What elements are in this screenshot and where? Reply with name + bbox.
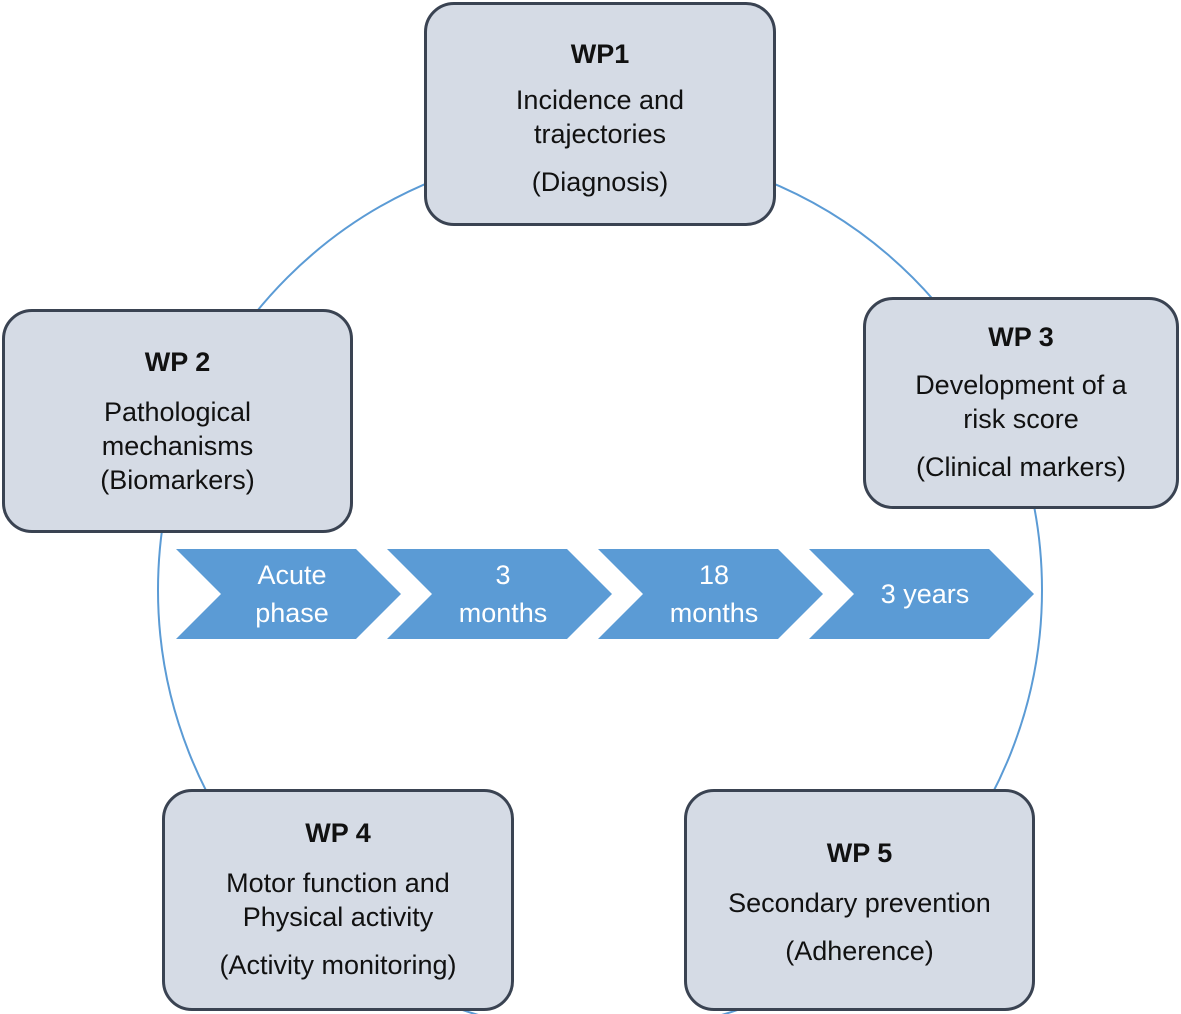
wp4-title: WP 4 [305,818,371,848]
timeline-label-18-months: 18 months [669,560,759,628]
wp1-subtitle: (Diagnosis) [531,167,669,197]
wp3-description: Development of a risk score [915,370,1127,434]
wp2-box: WP 2 Pathological mechanisms (Biomarkers… [2,309,353,533]
timeline-chevron-1 [176,549,401,639]
wp3-title: WP 3 [988,322,1054,352]
wp3-subtitle: (Clinical markers) [915,452,1126,482]
wp2-description: Pathological mechanisms (Biomarkers) [100,397,255,495]
wp5-box: WP 5 Secondary prevention (Adherence) [684,789,1035,1011]
timeline-chevron-2 [387,549,612,639]
timeline-label-3-months: 3 months [458,560,548,628]
timeline-label-acute-phase: Acute phase [255,560,329,628]
wp2-title: WP 2 [144,347,211,377]
wp4-description: Motor function and Physical activity [226,868,450,932]
wp5-title: WP 5 [826,838,893,868]
wp1-description: Incidence and trajectories [515,85,685,149]
wp3-box: WP 3 Development of a risk score (Clinic… [863,297,1179,509]
wp5-subtitle: (Adherence) [785,936,934,966]
timeline-chevron-3 [598,549,823,639]
timeline-label-3-years: 3 years [880,579,970,609]
wp5-description: Secondary prevention [728,888,991,918]
wp1-box: WP1 Incidence and trajectories (Diagnosi… [424,2,776,226]
wp1-title: WP1 [570,39,630,69]
wp4-box: WP 4 Motor function and Physical activit… [162,789,514,1011]
wp4-subtitle: (Activity monitoring) [219,950,457,980]
timeline-chevron-4 [809,549,1034,639]
